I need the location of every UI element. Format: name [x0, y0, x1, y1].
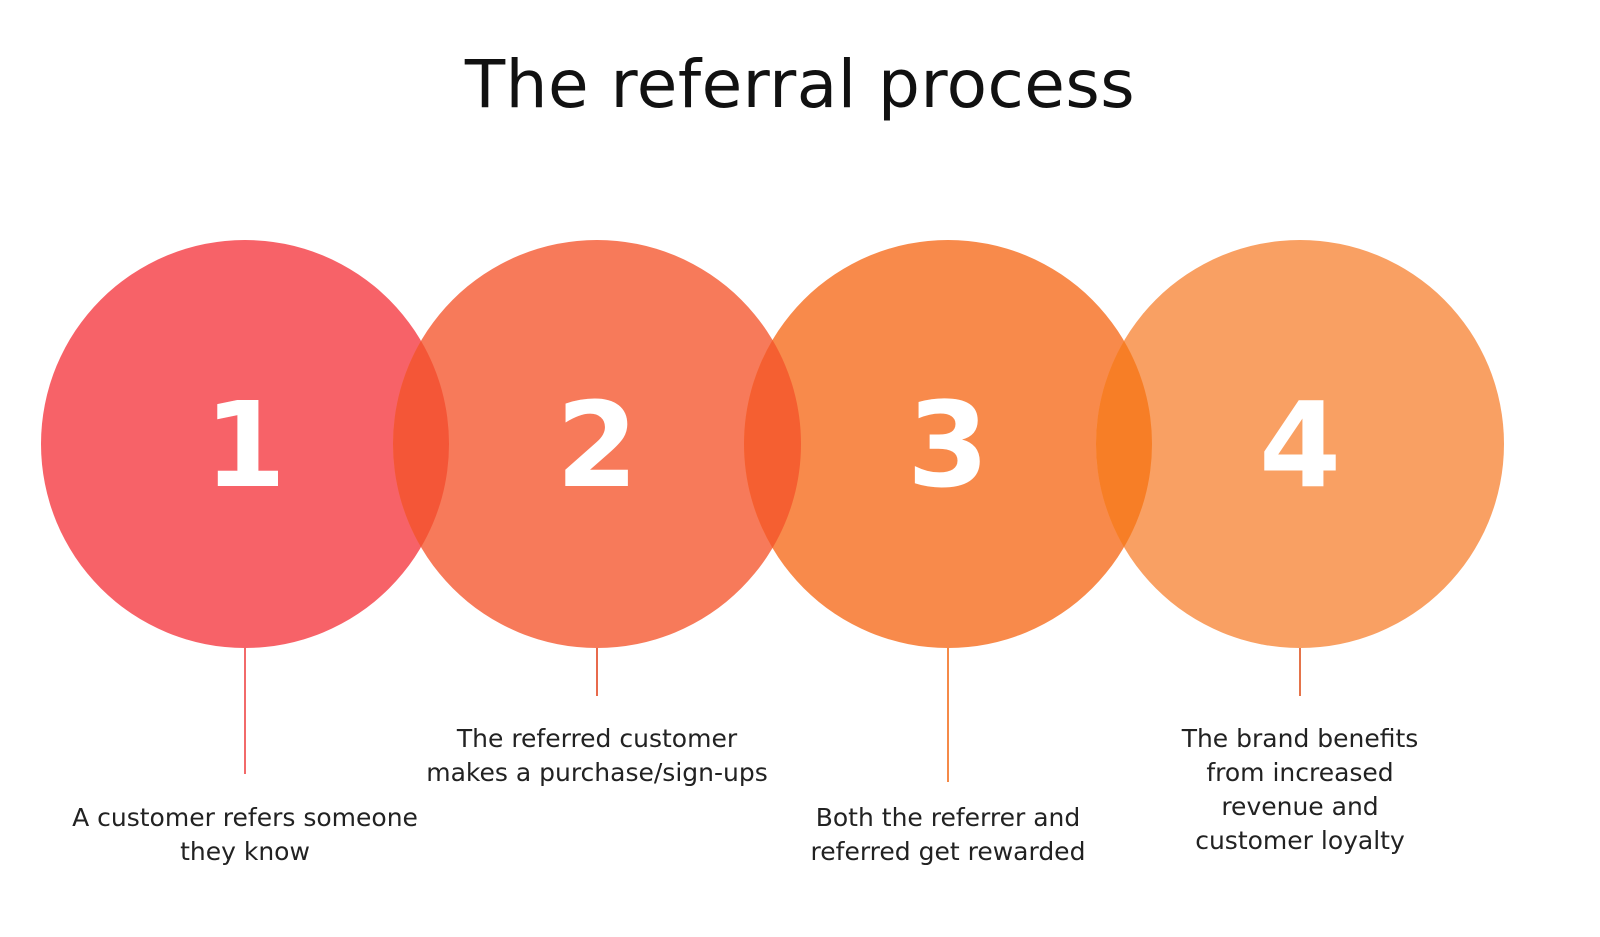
step-4-caption: The brand benefits from increased revenu… [1181, 724, 1419, 855]
step-3-circle [744, 240, 1152, 648]
step-1-number: 1 [204, 376, 286, 514]
overlap-2-3 [744, 340, 801, 548]
step-3-caption: Both the referrer and referred get rewar… [810, 803, 1086, 866]
step-1-caption: A customer refers someone they know [72, 803, 418, 866]
step-2-circle [393, 240, 801, 648]
step-1-circle [41, 240, 449, 648]
step-4-number: 4 [1259, 376, 1341, 514]
step-2-number: 2 [556, 376, 638, 514]
step-3-number: 3 [907, 376, 989, 514]
overlap-3-4 [1096, 340, 1152, 548]
overlap-1-2 [393, 340, 450, 548]
step-2-caption: The referred customer makes a purchase/s… [426, 724, 768, 787]
page-title: The referral process [464, 46, 1136, 123]
step-4-circle [1096, 240, 1504, 648]
